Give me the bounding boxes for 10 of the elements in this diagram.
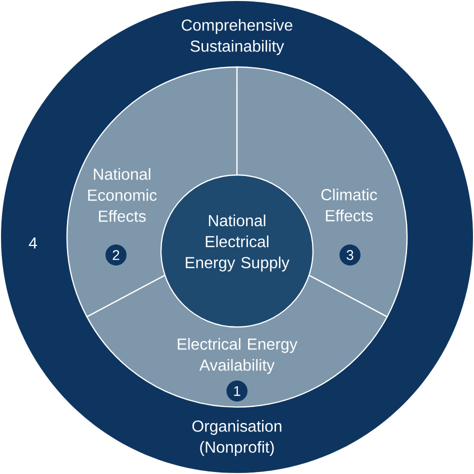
number-badge: 3 [340,244,360,266]
segment-label: Comprehensive Sustainability [182,19,292,55]
number-label: 4 [28,238,37,248]
segment-label: Climatic Effects [321,188,377,222]
segment-label: National Electrical Energy Supply [186,214,290,272]
segment-label: Electrical Energy Availability [178,338,298,374]
segment-label: Organisation (Nonprofit) [192,420,282,456]
segment-label: National Economic Effects [88,168,157,222]
number-badge: 2 [106,244,126,266]
number-badge: 1 [226,380,248,402]
